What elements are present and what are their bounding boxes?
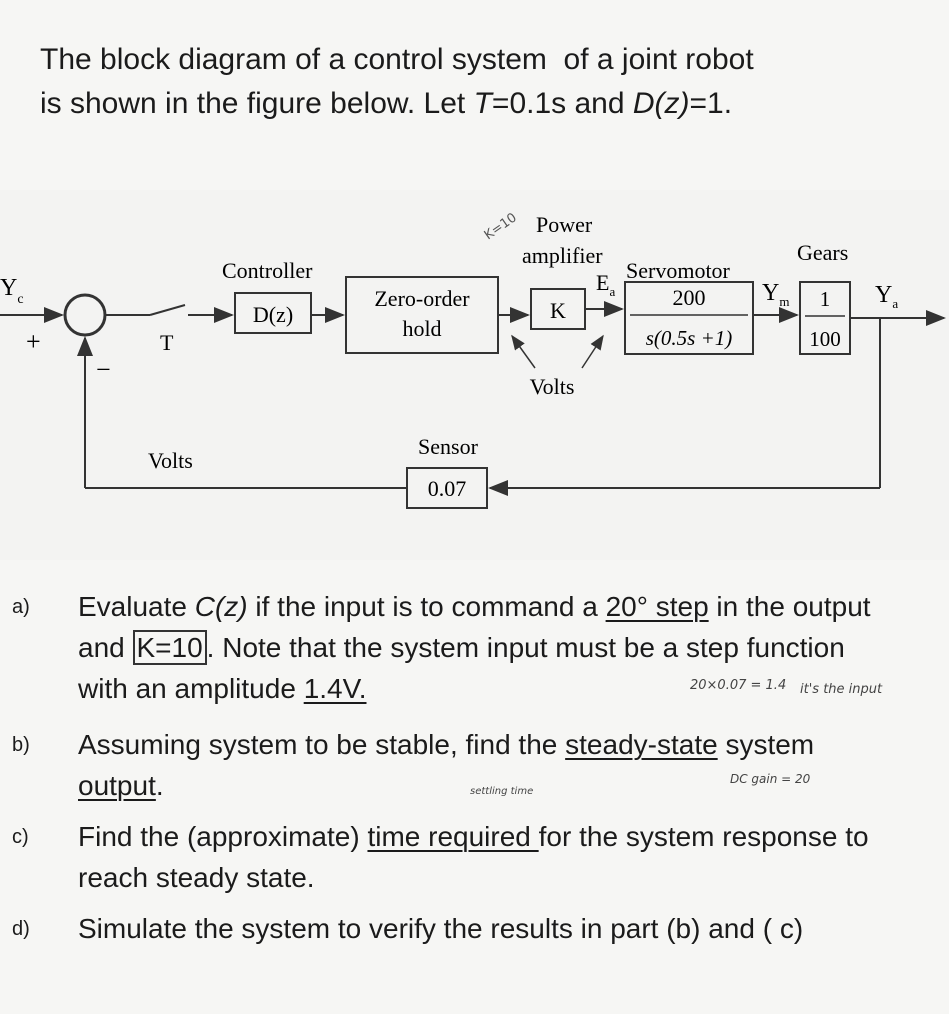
intro-line-2-mid: =0.1s and xyxy=(491,87,633,120)
gears-numerator: 1 xyxy=(820,287,831,311)
block-diagram: Yc + − T Controller D(z) Zero-order hold… xyxy=(0,190,949,560)
note-input: it's the input xyxy=(800,682,883,697)
sampler-label: T xyxy=(160,330,174,355)
note-calc: 20×0.07 = 1.4 xyxy=(690,678,787,693)
question-a-text: Evaluate C(z) if the input is to command… xyxy=(78,591,871,704)
servo-title: Servomotor xyxy=(626,258,731,283)
amp-block-label: K xyxy=(550,298,566,323)
intro-D-variable: D(z) xyxy=(632,87,690,120)
amp-volts-label: Volts xyxy=(530,374,575,399)
zoh-line-2: hold xyxy=(402,316,441,341)
servo-denominator: s(0.5s +1) xyxy=(646,326,733,350)
problem-statement: The block diagram of a control system of… xyxy=(40,38,920,126)
sampler-switch xyxy=(149,304,186,316)
input-label: Yc xyxy=(0,275,24,307)
intro-line-2-suffix: =1. xyxy=(689,87,733,120)
plus-sign: + xyxy=(26,327,41,356)
output-label: Ya xyxy=(875,282,898,311)
question-d-text: Simulate the system to verify the result… xyxy=(78,913,804,944)
sensor-block-label: 0.07 xyxy=(428,476,467,501)
gears-denominator: 100 xyxy=(809,327,841,351)
controller-block-label: D(z) xyxy=(253,302,293,327)
question-a-label: a) xyxy=(12,596,30,618)
servo-numerator: 200 xyxy=(673,285,706,310)
intro-line-1: The block diagram of a control system of… xyxy=(40,43,754,76)
amp-note: K=10 xyxy=(482,210,520,243)
controller-block xyxy=(234,292,312,334)
ym-label: Ym xyxy=(762,280,789,309)
gears-title: Gears xyxy=(797,240,848,265)
note-dc-gain: DC gain = 20 xyxy=(730,772,811,786)
controller-title: Controller xyxy=(222,258,313,283)
servo-block xyxy=(624,281,754,355)
minus-sign: − xyxy=(96,355,111,384)
zoh-line-1: Zero-order xyxy=(374,286,470,311)
note-settling: settling time xyxy=(470,786,534,797)
summing-junction xyxy=(63,293,107,337)
question-b-label: b) xyxy=(12,734,30,756)
sensor-title: Sensor xyxy=(418,434,479,459)
amp-title-line-1: Power xyxy=(536,212,593,237)
intro-line-2-prefix: is shown in the figure below. Let xyxy=(40,87,474,120)
amp-pointer-left xyxy=(511,334,536,369)
question-d-label: d) xyxy=(12,918,30,940)
intro-T-variable: T xyxy=(473,87,492,120)
feedback-volts-label: Volts xyxy=(148,448,193,473)
question-c-label: c) xyxy=(12,826,29,848)
intro-line-2: is shown in the figure below. Let T=0.1s… xyxy=(40,82,920,126)
question-c-text: Find the (approximate) time required for… xyxy=(78,821,869,893)
amp-pointer-right xyxy=(581,334,604,369)
amp-title-line-2: amplifier xyxy=(522,243,603,268)
ea-label: Ea xyxy=(596,270,615,299)
question-b-text: Assuming system to be stable, find the s… xyxy=(78,729,815,801)
